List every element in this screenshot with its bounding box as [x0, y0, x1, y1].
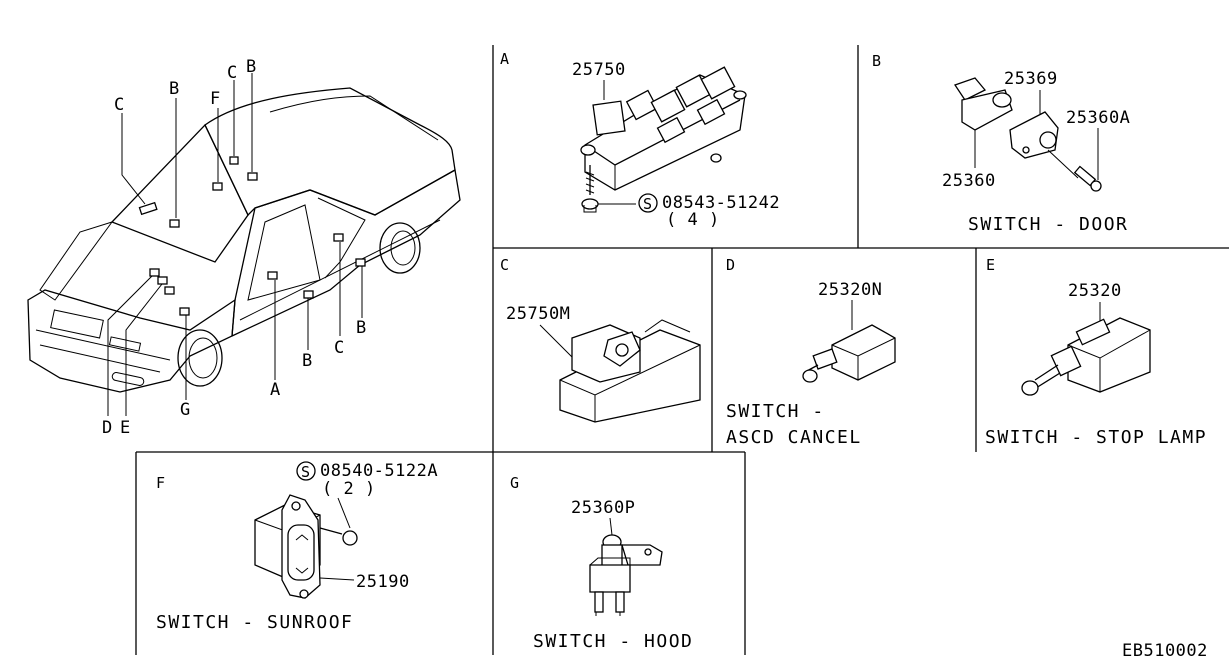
car-side — [231, 168, 461, 337]
door-switch-drawing — [953, 77, 1102, 192]
callout-f: F — [210, 89, 221, 109]
callout-c-3: C — [334, 338, 345, 358]
callout-b-2: B — [246, 57, 257, 77]
screw-a-number: 08543-51242 — [662, 193, 780, 213]
callout-d: D — [102, 418, 113, 438]
part-number-25369: 25369 — [1004, 69, 1058, 89]
caption-switch-sunroof: SWITCH - SUNROOF — [156, 612, 353, 633]
screw-f-symbol: S — [301, 463, 310, 481]
panel-c: C 25750M — [500, 256, 701, 423]
part-number-25190: 25190 — [356, 572, 410, 592]
car-callout-labels: C B F C B D E G A B C B — [102, 57, 367, 438]
panel-d-letter: D — [726, 256, 735, 274]
screw-a-drawing — [581, 165, 636, 213]
part-number-25750: 25750 — [572, 60, 626, 80]
ascd-switch-drawing — [802, 324, 896, 383]
panel-f-letter: F — [156, 474, 165, 492]
panel-e: E 25320 SWITCH - STOP LAMP — [985, 256, 1207, 448]
callout-g: G — [180, 400, 191, 420]
stop-lamp-switch-drawing — [1021, 317, 1151, 396]
sunroof-switch-drawing — [254, 494, 358, 599]
diagram-code: EB510002 — [1122, 641, 1208, 661]
caption-ascd-line1: SWITCH - — [726, 401, 825, 422]
callout-c-2: C — [227, 63, 238, 83]
panel-b-letter: B — [872, 52, 881, 70]
s-symbol-a — [638, 193, 658, 213]
mirror-switch-drawing — [559, 319, 701, 423]
callout-c-1: C — [114, 95, 125, 115]
screw-a-qty: ( 4 ) — [666, 210, 720, 230]
caption-stop-lamp: SWITCH - STOP LAMP — [985, 427, 1207, 448]
car-hood — [110, 123, 249, 263]
part-number-25320: 25320 — [1068, 281, 1122, 301]
car-front — [27, 289, 236, 393]
panel-f: F S 08540-5122A ( 2 ) 25190 SWITCH - SUN… — [156, 461, 438, 633]
part-number-25360p: 25360P — [571, 498, 635, 518]
caption-switch-hood: SWITCH - HOOD — [533, 631, 693, 652]
panel-b: B 25369 25360A 25360 SWITCH - DOOR — [872, 52, 1130, 235]
screw-a-symbol: S — [643, 195, 652, 213]
callout-b-1: B — [169, 79, 180, 99]
hood-switch-drawing — [589, 534, 663, 616]
callout-b-4: B — [356, 318, 367, 338]
part-number-25320n: 25320N — [818, 280, 882, 300]
part-number-25360a: 25360A — [1066, 108, 1130, 128]
caption-ascd-line2: ASCD CANCEL — [726, 427, 862, 448]
panel-d: D 25320N SWITCH - ASCD CANCEL — [726, 256, 896, 448]
s-symbol-f — [296, 461, 316, 481]
screw-f-qty: ( 2 ) — [322, 479, 376, 499]
panel-c-letter: C — [500, 256, 509, 274]
car-overview — [27, 73, 461, 416]
callout-b-3: B — [302, 351, 313, 371]
panel-g: G 25360P SWITCH - HOOD — [510, 474, 693, 652]
part-number-25750m: 25750M — [506, 304, 570, 324]
screw-f-number: 08540-5122A — [320, 461, 438, 481]
caption-switch-door: SWITCH - DOOR — [968, 214, 1128, 235]
callout-a: A — [270, 380, 281, 400]
panel-a: A 25750 S 08543-51242 ( 4 ) — [500, 50, 780, 230]
panel-e-letter: E — [986, 256, 995, 274]
panel-g-letter: G — [510, 474, 519, 492]
front-wheel — [177, 329, 223, 387]
callout-e: E — [120, 418, 131, 438]
rear-wheel — [379, 222, 421, 274]
panel-grid — [135, 45, 1229, 655]
part-number-25360: 25360 — [942, 171, 996, 191]
window-switch-drawing — [580, 66, 747, 191]
car-roof — [204, 87, 456, 217]
panel-a-letter: A — [500, 50, 509, 68]
